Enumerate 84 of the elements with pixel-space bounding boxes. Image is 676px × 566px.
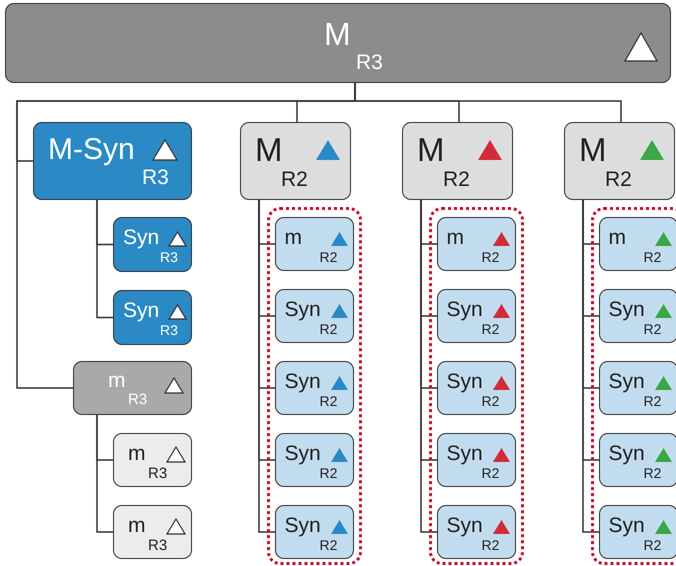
tree-node-box xyxy=(113,505,192,559)
node-label: m xyxy=(128,443,146,464)
subscript-label: R3 xyxy=(142,167,169,188)
tree-node-box xyxy=(274,504,354,558)
tree-node-box xyxy=(598,504,676,558)
node-label: M xyxy=(255,133,282,166)
node-label: Syn xyxy=(123,300,160,321)
dotted-group-outline xyxy=(429,207,524,565)
subscript-label: R3 xyxy=(128,392,148,407)
node-label: M xyxy=(324,18,351,50)
subscript-label: R3 xyxy=(148,466,168,481)
tree-node-box xyxy=(436,504,516,558)
tree-node-box xyxy=(564,122,675,200)
subscript-label: R2 xyxy=(482,322,500,336)
tree-node-box xyxy=(598,360,676,414)
subscript-label: R2 xyxy=(482,538,500,552)
subscript-label: R2 xyxy=(443,169,470,190)
subscript-label: R3 xyxy=(160,250,178,264)
subscript-label: R2 xyxy=(320,322,338,336)
tree-node-box xyxy=(436,360,516,414)
subscript-label: R3 xyxy=(160,323,178,337)
node-label: Syn xyxy=(608,442,645,464)
subscript-label: R2 xyxy=(482,394,500,408)
node-label: m xyxy=(608,226,626,248)
tree-connector xyxy=(96,200,113,318)
tree-node-box xyxy=(274,288,354,342)
node-label: Syn xyxy=(446,370,483,392)
subscript-label: R2 xyxy=(644,394,662,408)
tree-node-box xyxy=(598,216,676,270)
tree-node-box xyxy=(436,288,516,342)
node-label: Syn xyxy=(608,298,645,320)
tree-node-box xyxy=(598,432,676,486)
tree-connector xyxy=(96,415,113,533)
subscript-label: R3 xyxy=(148,538,168,553)
subscript-label: R2 xyxy=(320,538,338,552)
dotted-group-outline xyxy=(591,207,676,565)
subscript-label: R2 xyxy=(320,250,338,264)
tree-node-box xyxy=(274,216,354,270)
tree-node-box xyxy=(33,122,192,200)
subscript-label: R2 xyxy=(320,394,338,408)
tree-node-box xyxy=(73,361,192,415)
dotted-group-outline xyxy=(267,207,362,565)
subscript-label: R2 xyxy=(644,250,662,264)
tree-node-box xyxy=(436,432,516,486)
tree-connector xyxy=(420,200,437,533)
tree-node-box xyxy=(274,432,354,486)
node-label: M xyxy=(579,133,606,166)
node-label: Syn xyxy=(446,514,483,536)
node-label: m xyxy=(108,370,126,391)
node-label: Syn xyxy=(446,442,483,464)
subscript-label: R2 xyxy=(644,538,662,552)
node-label: Syn xyxy=(608,370,645,392)
node-label: M xyxy=(417,133,444,166)
tree-node-box xyxy=(436,216,516,270)
node-label: Syn xyxy=(284,298,321,320)
tree-node-box xyxy=(113,290,192,345)
node-label: Syn xyxy=(284,442,321,464)
subscript-label: R2 xyxy=(644,322,662,336)
node-label: m xyxy=(446,226,464,248)
tree-node-box xyxy=(113,433,192,487)
node-label: M-Syn xyxy=(48,135,135,165)
subscript-label: R3 xyxy=(356,52,383,73)
tree-connector xyxy=(16,83,356,389)
tree-connector xyxy=(582,200,599,533)
tree-node-box xyxy=(113,217,192,272)
node-label: Syn xyxy=(608,514,645,536)
node-label: Syn xyxy=(446,298,483,320)
subscript-label: R2 xyxy=(320,466,338,480)
subscript-label: R2 xyxy=(482,250,500,264)
subscript-label: R2 xyxy=(605,169,632,190)
subscript-label: R2 xyxy=(281,169,308,190)
tree-node-box xyxy=(598,288,676,342)
node-label: Syn xyxy=(284,370,321,392)
tree-node-box xyxy=(402,122,513,200)
tree-connector xyxy=(258,200,275,533)
subscript-label: R2 xyxy=(482,466,500,480)
tree-node-box xyxy=(240,122,351,200)
node-label: m xyxy=(284,226,302,248)
subscript-label: R2 xyxy=(644,466,662,480)
tree-node-box xyxy=(5,3,671,83)
node-label: Syn xyxy=(284,514,321,536)
node-label: Syn xyxy=(123,227,160,248)
tree-node-box xyxy=(274,360,354,414)
node-label: m xyxy=(128,515,146,536)
